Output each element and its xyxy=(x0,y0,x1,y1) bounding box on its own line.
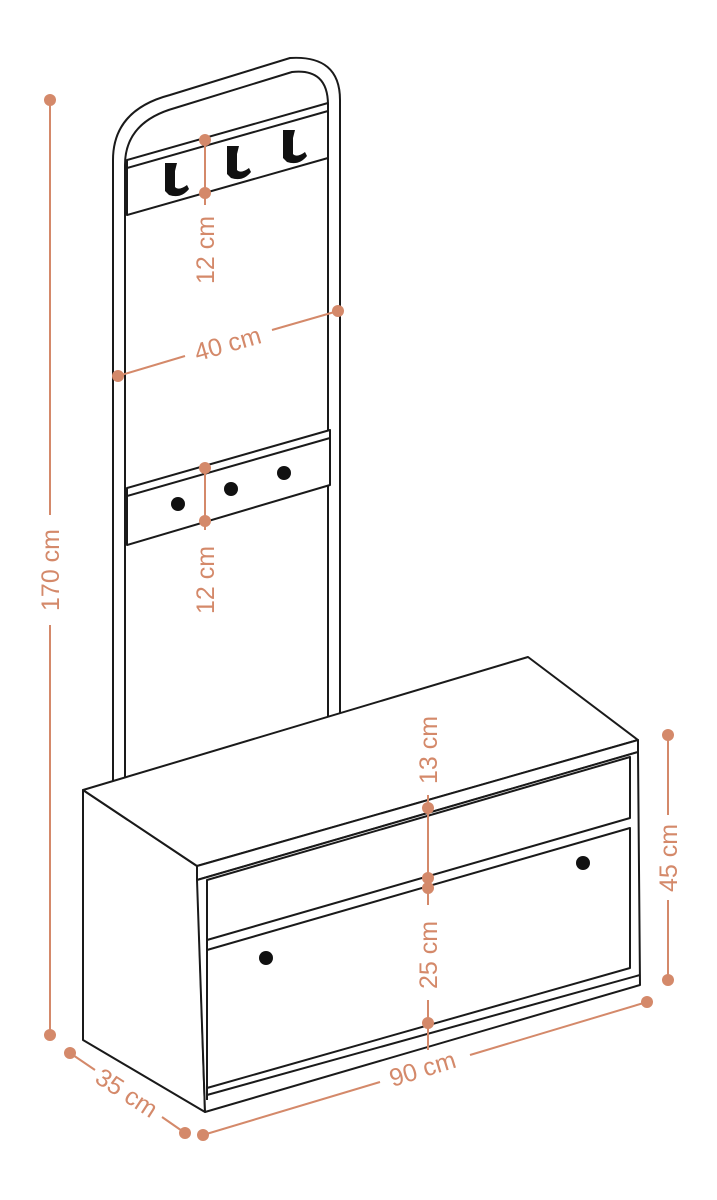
dim-label: 170 cm xyxy=(37,529,65,611)
coat-hook-icon xyxy=(283,130,307,164)
dim-label: 40 cm xyxy=(191,321,264,367)
knob-icon xyxy=(277,466,291,480)
dim-label: 13 cm xyxy=(415,716,443,784)
coat-hook-icon xyxy=(165,163,189,197)
dim-shelf-drawer: 13 cm 25 cm xyxy=(415,716,443,1050)
dim-label: 12 cm xyxy=(192,546,220,614)
knob-icon xyxy=(171,497,185,511)
hook-panel xyxy=(126,102,329,216)
knob-panel xyxy=(126,429,331,546)
drawer-knob-icon xyxy=(576,856,590,870)
bench xyxy=(82,656,641,1113)
dim-label: 12 cm xyxy=(192,216,220,284)
dim-total-height: 170 cm xyxy=(37,94,65,1041)
dim-hook-panel: 12 cm xyxy=(192,134,220,284)
dim-frame-width: 40 cm xyxy=(112,305,344,382)
coat-hook-icon xyxy=(227,146,251,180)
dim-knob-panel: 12 cm xyxy=(192,462,220,614)
knob-icon xyxy=(224,482,238,496)
dim-label: 25 cm xyxy=(415,921,443,989)
dim-bench-height: 45 cm xyxy=(655,729,683,986)
drawer-knob-icon xyxy=(259,951,273,965)
dim-label: 45 cm xyxy=(655,824,683,892)
